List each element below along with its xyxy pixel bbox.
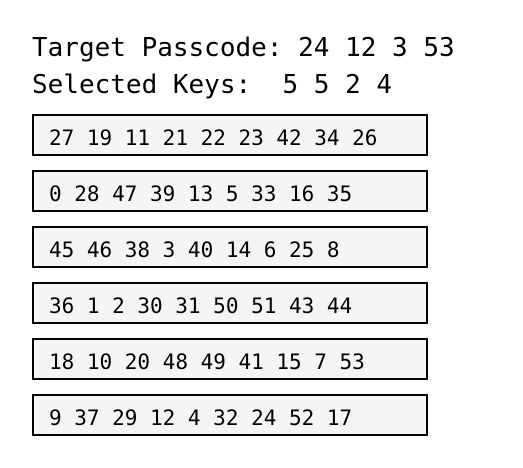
key-button[interactable]: 20 xyxy=(124,350,151,374)
key-button[interactable]: 19 xyxy=(86,126,113,150)
keypad-row-5: 18 10 20 48 49 41 15 7 53 xyxy=(32,338,428,380)
key-button[interactable]: 8 xyxy=(326,238,340,262)
key-button[interactable]: 41 xyxy=(238,350,264,374)
key-button[interactable]: 53 xyxy=(339,350,365,374)
key-button[interactable]: 34 xyxy=(314,126,340,150)
target-code-3: 3 xyxy=(392,33,408,63)
key-button[interactable]: 2 xyxy=(112,294,125,318)
key-button[interactable]: 7 xyxy=(314,350,327,374)
key-button[interactable]: 27 xyxy=(49,126,75,150)
key-button[interactable]: 11 xyxy=(124,126,151,150)
key-button[interactable]: 30 xyxy=(137,294,163,318)
keypad-row-1: 27 19 11 21 22 23 42 34 26 xyxy=(32,114,428,156)
keypad-row-3: 45 46 38 3 40 14 6 25 8 xyxy=(32,226,428,268)
key-button[interactable]: 14 xyxy=(225,238,252,262)
selected-keys-line: Selected Keys: 5 5 2 4 xyxy=(32,70,392,100)
selected-key-2: 5 xyxy=(313,70,330,100)
key-button[interactable]: 4 xyxy=(187,406,201,430)
key-button[interactable]: 38 xyxy=(124,238,151,262)
key-button[interactable]: 45 xyxy=(49,238,75,262)
key-button[interactable]: 44 xyxy=(326,294,353,318)
target-code-1: 24 xyxy=(298,33,330,63)
key-button[interactable]: 49 xyxy=(200,350,226,374)
selected-key-3: 2 xyxy=(345,70,361,100)
key-button[interactable]: 13 xyxy=(187,182,214,206)
key-button[interactable]: 18 xyxy=(49,350,75,374)
key-button[interactable]: 25 xyxy=(288,238,315,262)
key-button[interactable]: 0 xyxy=(49,182,62,206)
key-button[interactable]: 46 xyxy=(86,238,113,262)
key-button[interactable]: 50 xyxy=(213,294,239,318)
key-button[interactable]: 1 xyxy=(86,294,100,318)
keypad-row-2: 0 28 47 39 13 5 33 16 35 xyxy=(32,170,428,212)
key-button[interactable]: 28 xyxy=(74,182,100,206)
key-button[interactable]: 17 xyxy=(326,406,353,430)
key-button[interactable]: 5 xyxy=(225,182,239,206)
key-button[interactable]: 12 xyxy=(150,406,176,430)
target-passcode-line: Target Passcode: 24 12 3 53 xyxy=(32,33,455,63)
key-button[interactable]: 40 xyxy=(187,238,214,262)
key-button[interactable]: 36 xyxy=(49,294,75,318)
key-button[interactable]: 6 xyxy=(263,238,277,262)
target-passcode-label: Target Passcode: xyxy=(32,33,283,63)
selected-key-4: 4 xyxy=(376,70,393,100)
key-button[interactable]: 51 xyxy=(251,294,277,318)
key-button[interactable]: 39 xyxy=(150,182,176,206)
key-button[interactable]: 33 xyxy=(251,182,277,206)
key-button[interactable]: 37 xyxy=(74,406,100,430)
key-button[interactable]: 15 xyxy=(276,350,302,374)
selected-key-1: 5 xyxy=(282,70,299,100)
key-button[interactable]: 32 xyxy=(213,406,239,430)
key-button[interactable]: 21 xyxy=(162,126,188,150)
key-button[interactable]: 48 xyxy=(162,350,188,374)
key-button[interactable]: 16 xyxy=(288,182,315,206)
target-code-2: 12 xyxy=(345,33,377,63)
key-button[interactable]: 29 xyxy=(112,406,138,430)
key-button[interactable]: 22 xyxy=(200,126,226,150)
key-button[interactable]: 10 xyxy=(86,350,113,374)
key-button[interactable]: 24 xyxy=(251,406,277,430)
key-button[interactable]: 35 xyxy=(326,182,353,206)
key-button[interactable]: 43 xyxy=(288,294,315,318)
key-button[interactable]: 26 xyxy=(352,126,378,150)
key-button[interactable]: 47 xyxy=(112,182,138,206)
key-button[interactable]: 42 xyxy=(276,126,302,150)
key-button[interactable]: 23 xyxy=(238,126,264,150)
key-button[interactable]: 3 xyxy=(162,238,176,262)
key-button[interactable]: 31 xyxy=(175,294,201,318)
key-button[interactable]: 9 xyxy=(49,406,62,430)
selected-keys-label: Selected Keys: xyxy=(32,70,252,100)
target-code-4: 53 xyxy=(423,33,455,63)
key-button[interactable]: 52 xyxy=(288,406,315,430)
keypad-row-6: 9 37 29 12 4 32 24 52 17 xyxy=(32,394,428,436)
